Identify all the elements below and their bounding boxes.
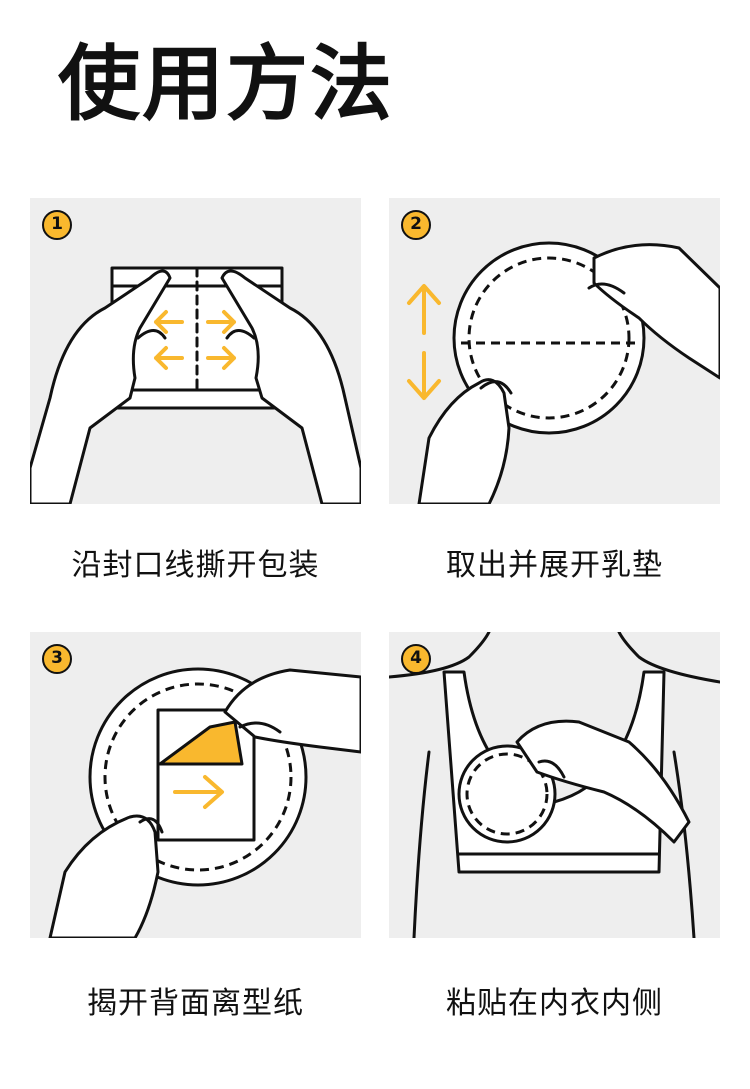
step-number-badge: 1 [42,210,72,240]
hands-unfolding-pad-icon [407,241,720,504]
step-2-illustration-panel: 2 [389,198,720,504]
step-number-badge: 4 [401,644,431,674]
attaching-pad-to-bra-icon [389,632,720,938]
page-title: 使用方法 [58,37,395,132]
step-2-caption: 取出并展开乳垫 [446,548,663,583]
step-3-caption: 揭开背面离型纸 [87,986,304,1021]
step-number-badge: 3 [42,644,72,674]
step-1-caption: 沿封口线撕开包装 [71,548,320,583]
step-1-illustration-panel: 1 [30,198,361,504]
hands-tearing-package-icon [30,266,361,504]
step-number-badge: 2 [401,210,431,240]
peeling-release-paper-icon [48,667,361,938]
step-3-illustration-panel: 3 [30,632,361,938]
step-4-caption: 粘贴在内衣内侧 [446,986,663,1021]
step-4-illustration-panel: 4 [389,632,720,938]
